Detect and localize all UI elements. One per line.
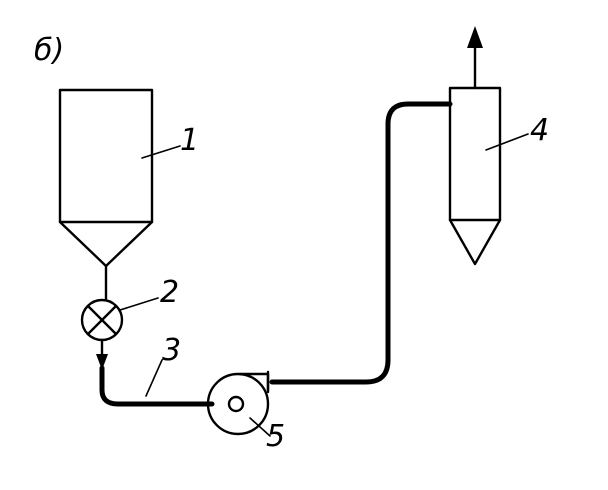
blower-housing (206, 372, 270, 436)
exhaust-arrow-icon (467, 26, 483, 48)
component-label-4: 4 (530, 113, 549, 148)
pipe-lower-run (99, 365, 215, 407)
hopper: 1 (58, 88, 199, 302)
panel-label: б) (34, 33, 64, 68)
rotary-feeder: 2 (80, 275, 179, 370)
blower: 5 (206, 370, 285, 454)
component-label-2: 2 (160, 275, 179, 310)
component-label-3: 3 (162, 333, 181, 368)
cyclone-separator: 4 (448, 26, 549, 266)
pipe-riser (269, 101, 453, 385)
feeder-flow-arrow-icon (96, 354, 108, 370)
component-label-1: 1 (180, 123, 199, 158)
feeder-cross-b (86, 304, 118, 336)
leader-line-3 (145, 359, 163, 397)
leader-line-1 (141, 145, 181, 159)
leader-line-2 (119, 297, 159, 311)
hopper-body (58, 88, 154, 224)
leader-line-4 (485, 133, 529, 151)
separator-body (448, 86, 502, 222)
conveying-pipe: 3 (99, 101, 453, 407)
leader-line-5 (249, 417, 271, 437)
component-label-5: 5 (266, 419, 285, 454)
hopper-cone (58, 220, 154, 268)
separator-cone (448, 218, 502, 266)
blower-hub (227, 395, 245, 413)
